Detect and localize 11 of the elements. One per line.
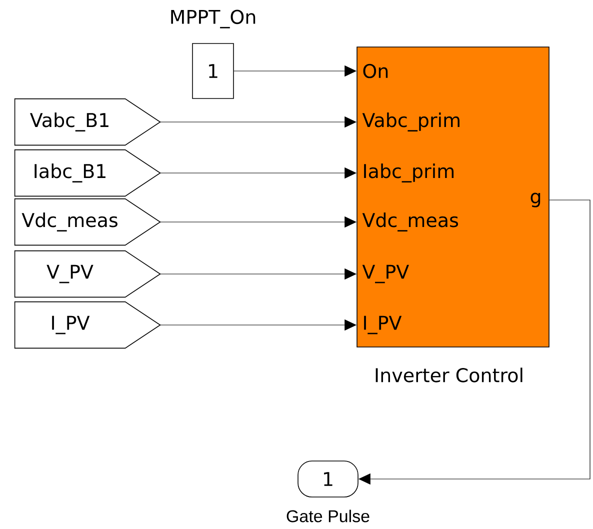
- from-tag: Vabc_B1: [14, 98, 161, 146]
- subsystem-block: On Vabc_prim Iabc_prim Vdc_meas V_PV I_PV g: [356, 46, 550, 348]
- block-label: Inverter Control: [376, 368, 522, 382]
- constant-block: 1: [192, 43, 234, 99]
- block-label: Gate Pulse: [286, 510, 370, 522]
- from-tag: I_PV: [14, 301, 161, 349]
- block-label: MPPT_On: [171, 10, 256, 28]
- from-tag: Vdc_meas: [14, 198, 161, 246]
- from-tag: Iabc_B1: [14, 149, 161, 197]
- outport-block: 1: [298, 460, 358, 498]
- from-tag: V_PV: [14, 250, 161, 298]
